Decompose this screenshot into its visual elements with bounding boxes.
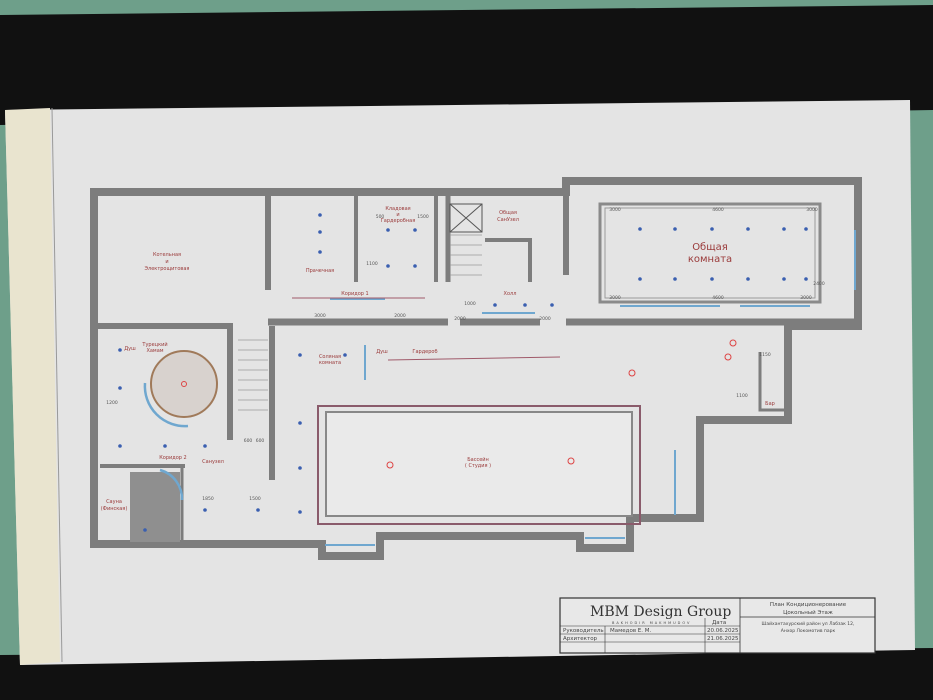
label-bar: Бар xyxy=(765,401,775,407)
sauna-bench xyxy=(130,472,180,542)
dim: 1850 xyxy=(202,496,214,502)
date-header: Дата xyxy=(712,620,726,626)
dim: 500 xyxy=(376,214,385,220)
dim: 1100 xyxy=(736,393,748,399)
sauna-glass xyxy=(159,468,184,501)
room-labels: Котельная и Электрощитовая Прачечная Кла… xyxy=(101,206,775,512)
label-corridor-2: Коридор 2 xyxy=(159,455,187,461)
label-corridor-1: Коридор 1 xyxy=(341,291,369,297)
date-1: 20.06.2025 xyxy=(707,628,739,634)
hammam-dome xyxy=(150,350,218,418)
dimension-labels: 3000 4600 3000 3000 4600 3000 2400 3000 … xyxy=(106,207,825,502)
label-storage-1: Кладовая xyxy=(385,206,410,212)
stairs xyxy=(238,234,482,411)
top-tape xyxy=(0,5,933,125)
address-2: Анхор Локомотив парк xyxy=(781,628,836,634)
elevator-shaft xyxy=(449,203,483,233)
dim: 3000 xyxy=(609,207,621,213)
label-pool-1: Бассейн xyxy=(467,456,489,463)
sheet-title-2: Цокольный Этаж xyxy=(783,609,833,616)
label-hammam-1: Турецкий xyxy=(141,341,167,348)
dim: 1200 xyxy=(106,400,118,406)
label-bathroom: Санузел xyxy=(202,459,224,465)
company-subtitle: BAKHODIR MAKHMUDOV xyxy=(612,621,691,625)
dim: 2000 xyxy=(539,316,551,322)
label-boiler-1: Котельная xyxy=(153,252,181,258)
red-lines xyxy=(292,297,561,361)
dim: 4600 xyxy=(712,295,724,301)
role-2: Архитектор xyxy=(563,636,598,642)
label-sauna-1: Сауна xyxy=(106,499,122,505)
glass-partitions xyxy=(325,230,856,546)
dim: 600 xyxy=(244,438,253,444)
address-1: Шайхантахурский район ул Лабзак 12, xyxy=(762,620,855,627)
dim: 1150 xyxy=(759,352,771,358)
label-boiler-2: и xyxy=(165,259,168,265)
label-hammam-2: Хамам xyxy=(146,348,163,354)
label-common-room-2: комната xyxy=(688,254,732,265)
dim: 1500 xyxy=(249,496,261,502)
label-wardrobe: Гардероб xyxy=(412,349,437,355)
walls xyxy=(90,177,862,560)
label-hall: Холл xyxy=(504,291,517,297)
dim: 3000 xyxy=(800,295,812,301)
dim: 4600 xyxy=(712,207,724,213)
hammam-glass xyxy=(143,382,189,428)
label-common-room-1: Общая xyxy=(692,242,728,253)
ac-units xyxy=(118,213,808,532)
pool-inner xyxy=(325,411,633,517)
dim: 2000 xyxy=(394,313,406,319)
name-1: Мамедов Е. М. xyxy=(610,628,652,634)
dim: 3000 xyxy=(806,207,818,213)
paper-edge-strip xyxy=(5,108,60,665)
pool-outline xyxy=(317,405,641,525)
dim: 1500 xyxy=(417,214,429,220)
label-storage-3: Гардеробная xyxy=(381,218,415,224)
dim: 2000 xyxy=(454,316,466,322)
paper-sheet xyxy=(5,100,915,665)
label-sauna-2: (Финская) xyxy=(101,506,128,512)
label-pool-2: ( Студия ) xyxy=(465,463,491,469)
dim: 3000 xyxy=(314,313,326,319)
label-boiler-3: Электрощитовая xyxy=(145,266,190,272)
dim: 1100 xyxy=(366,261,378,267)
label-shower-2: Душ xyxy=(376,349,388,355)
dim: 1000 xyxy=(464,301,476,307)
role-1: Руководитель xyxy=(563,628,604,634)
company-name: MBM Design Group xyxy=(590,604,731,620)
dim: 600 xyxy=(256,438,265,444)
paper-border xyxy=(51,107,63,663)
dim: 3000 xyxy=(609,295,621,301)
dim: 2400 xyxy=(813,281,825,287)
label-shower-1: Душ xyxy=(124,346,136,352)
label-salt-room-2: комната xyxy=(319,360,341,366)
label-storage-2: и xyxy=(396,212,399,218)
label-wc-1: Общая xyxy=(499,210,517,216)
ceiling-light-markers xyxy=(181,339,737,469)
label-laundry: Прачечная xyxy=(306,268,334,274)
date-2: 21.06.2025 xyxy=(707,636,739,642)
title-block: MBM Design Group BAKHODIR MAKHMUDOV Дата… xyxy=(559,597,876,654)
sheet-title-1: План Кондиционерование xyxy=(770,602,847,608)
label-salt-room-1: Соляная xyxy=(319,354,341,360)
label-wc-2: СанУзел xyxy=(497,217,519,223)
